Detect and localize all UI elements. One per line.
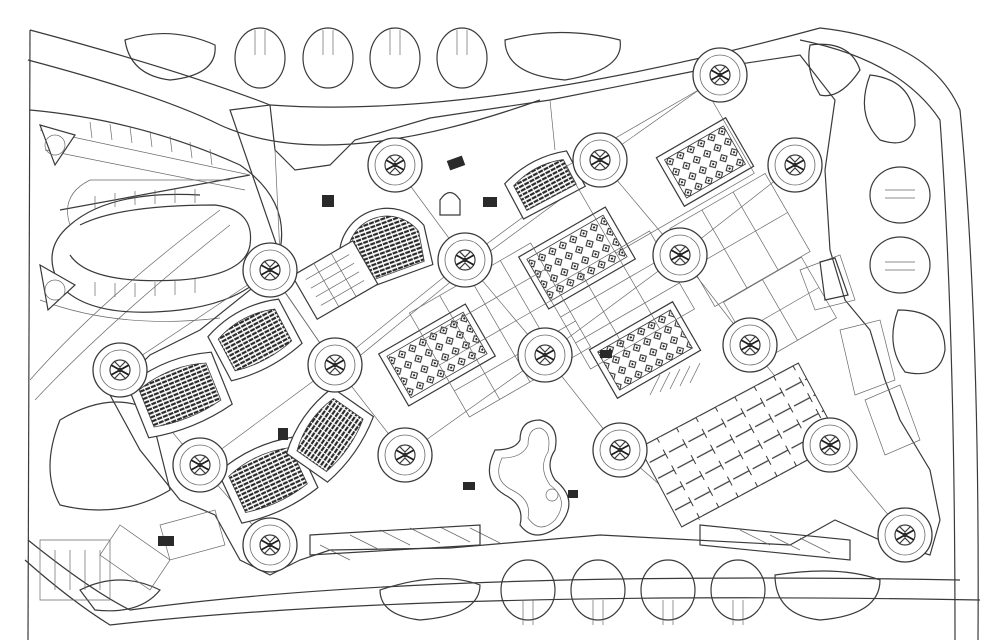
circulation-core-icon (307, 337, 363, 393)
service-details (158, 155, 612, 546)
circulation-core-icon (767, 137, 823, 193)
bottom-retail-strip (99, 509, 851, 591)
circulation-core-icon (377, 427, 433, 483)
circulation-core-icon (242, 517, 298, 573)
circulation-core-icon (652, 227, 708, 283)
circulation-core-icon (92, 342, 148, 398)
room-blocks (408, 86, 921, 456)
parking-stalls (638, 362, 842, 528)
circulation-core-icon (802, 417, 858, 473)
circulation-core-icon (572, 132, 628, 188)
circulation-core-icon (877, 507, 933, 563)
circulation-core-icon (592, 422, 648, 478)
circulation-core-icon (242, 242, 298, 298)
circulation-core-icon (517, 327, 573, 383)
circulation-core-icon (692, 47, 748, 103)
auditorium-halls (127, 150, 587, 524)
circulation-core-icon (722, 317, 778, 373)
circulation-core-icon (437, 232, 493, 288)
road-network (24, 27, 981, 641)
circulation-core-icon (367, 137, 423, 193)
top-garden-pods (124, 27, 621, 89)
right-garden-pods (808, 43, 946, 375)
bottom-garden-pods (79, 559, 881, 625)
circulation-core-icon (172, 437, 228, 493)
exhibit-halls (377, 116, 755, 407)
parking-loop (29, 109, 283, 322)
plaza-path (488, 419, 570, 536)
circulation-cores (92, 47, 933, 573)
